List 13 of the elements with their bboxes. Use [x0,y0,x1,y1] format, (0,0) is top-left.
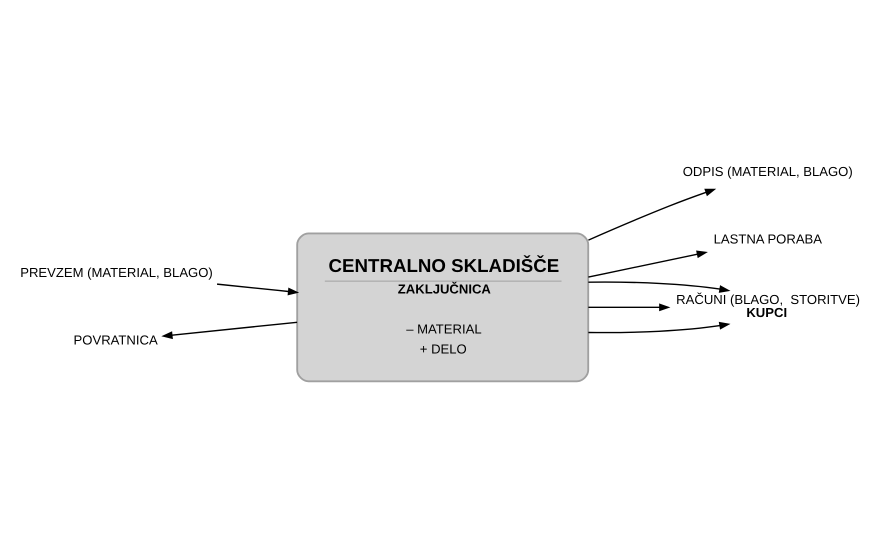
node-text: RAČUNI (BLAGO, STORITVE) KUPCI [676,292,860,320]
arrow [161,322,298,340]
arrow [588,250,708,278]
arrow [588,322,730,334]
arrow [588,281,730,293]
node-text: POVRATNICA [74,332,158,348]
node-text: PREVZEM (MATERIAL, BLAGO) [20,265,213,280]
node-text: LASTNA PORABA [714,231,822,246]
arrow [217,283,300,296]
arrow [588,188,716,241]
node-box: CENTRALNO SKLADIŠČE ZAKLJUČNICA – MATERIAL + DELO [296,232,590,382]
node-text: ODPIS (MATERIAL, BLAGO) [682,164,853,180]
arrow [588,303,670,312]
